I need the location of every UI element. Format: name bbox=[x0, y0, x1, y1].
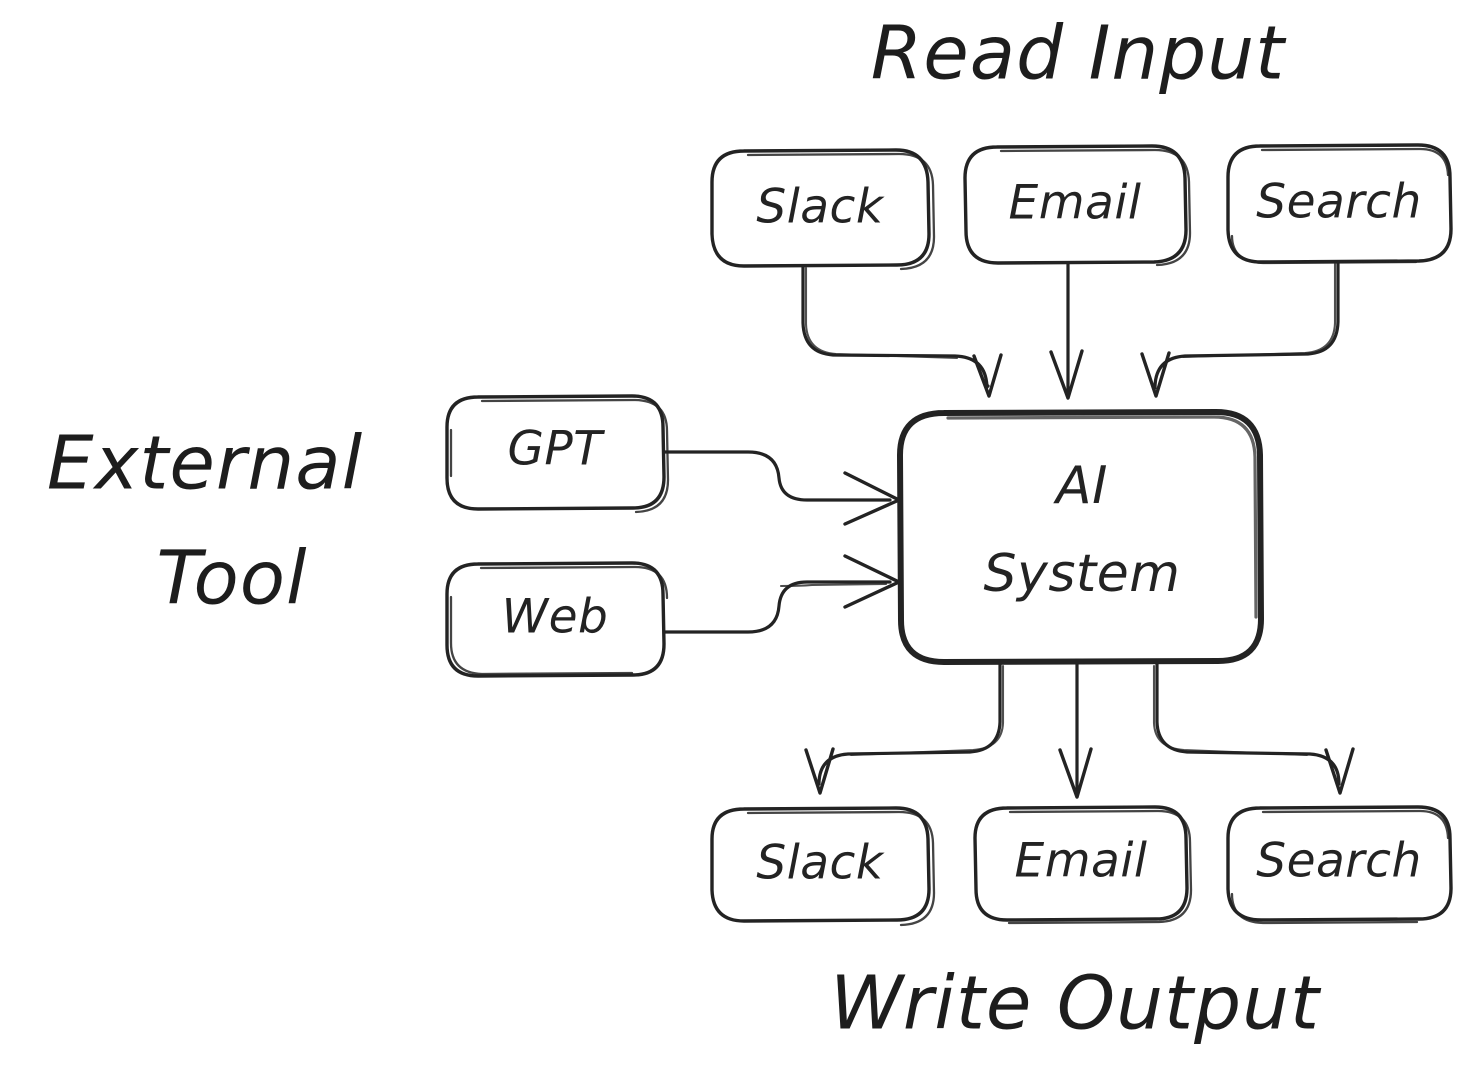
edge-tool-web bbox=[662, 554, 901, 634]
section-label-external-tool-line1: External bbox=[47, 421, 363, 507]
edge-input-search bbox=[1140, 260, 1340, 398]
node-input-search[interactable]: Search bbox=[1226, 143, 1453, 265]
node-ai-system[interactable]: AI System bbox=[897, 409, 1264, 665]
node-ai-system-label-line1: AI bbox=[1053, 456, 1108, 516]
node-input-slack-label: Slack bbox=[756, 180, 885, 235]
node-output-search-label: Search bbox=[1256, 834, 1422, 889]
node-input-search-label: Search bbox=[1256, 175, 1422, 230]
node-tool-gpt[interactable]: GPT bbox=[445, 394, 670, 514]
node-output-email-label: Email bbox=[1015, 834, 1148, 889]
node-output-search[interactable]: Search bbox=[1226, 805, 1453, 925]
edge-input-slack bbox=[801, 264, 1003, 398]
node-tool-gpt-label: GPT bbox=[508, 422, 606, 477]
node-input-email[interactable]: Email bbox=[963, 144, 1192, 267]
node-output-slack-label: Slack bbox=[756, 836, 885, 891]
node-output-email[interactable]: Email bbox=[973, 805, 1193, 925]
section-label-external-tool-line2: Tool bbox=[156, 536, 307, 622]
node-output-slack[interactable]: Slack bbox=[710, 806, 936, 927]
section-label-read-input: Read Input bbox=[871, 11, 1287, 97]
node-tool-web-label: Web bbox=[502, 590, 609, 645]
node-input-slack[interactable]: Slack bbox=[710, 148, 936, 271]
node-ai-system-label-line2: System bbox=[984, 544, 1181, 604]
node-tool-web[interactable]: Web bbox=[445, 561, 669, 678]
node-input-email-label: Email bbox=[1009, 176, 1142, 231]
edge-input-email bbox=[1049, 262, 1084, 400]
edge-output-slack bbox=[804, 662, 1005, 795]
edge-output-search bbox=[1152, 662, 1355, 795]
edge-tool-gpt bbox=[662, 450, 901, 526]
edge-output-email bbox=[1058, 662, 1093, 799]
section-label-write-output: Write Output bbox=[830, 961, 1322, 1047]
